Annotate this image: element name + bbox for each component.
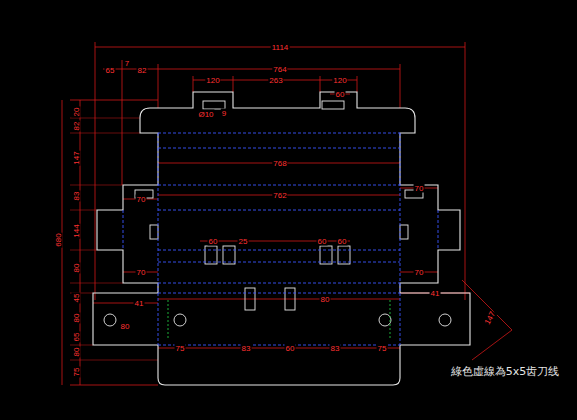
dimension-label: 120 bbox=[205, 76, 220, 85]
dimension-lines bbox=[62, 42, 512, 385]
serrated-lines bbox=[168, 300, 390, 340]
dimension-label: 82 bbox=[72, 121, 81, 132]
dimension-label: 80 bbox=[72, 263, 81, 274]
dimension-label: 41 bbox=[134, 299, 145, 308]
dimension-label: 75 bbox=[377, 344, 388, 353]
dimension-label: 80 bbox=[72, 347, 81, 358]
dimension-label: 70 bbox=[414, 184, 425, 193]
dimension-label: 60 bbox=[337, 237, 348, 246]
dimension-label: 70 bbox=[136, 268, 147, 277]
dimension-label: 120 bbox=[332, 76, 347, 85]
dimension-label: 65 bbox=[72, 332, 81, 343]
dimension-label: 20 bbox=[72, 107, 81, 118]
dimension-label: 60 bbox=[317, 237, 328, 246]
dimension-label: 263 bbox=[268, 76, 283, 85]
dimension-label: 147 bbox=[72, 150, 81, 165]
cutouts bbox=[104, 101, 451, 326]
dimension-label: 768 bbox=[272, 159, 287, 168]
dimension-label: 147 bbox=[482, 309, 497, 327]
note-text: 綠色虛線為5x5齿刀线 bbox=[450, 365, 561, 378]
dimension-label: 75 bbox=[72, 367, 81, 378]
dimension-label: 764 bbox=[272, 65, 287, 74]
cut-outline bbox=[93, 92, 470, 385]
dimension-label: 83 bbox=[241, 344, 252, 353]
crease-lines bbox=[123, 133, 438, 345]
dimension-label: 41 bbox=[430, 289, 441, 298]
dimension-label: 83 bbox=[330, 344, 341, 353]
dimension-label: 45 bbox=[72, 293, 81, 304]
dimension-label: 75 bbox=[175, 344, 186, 353]
dimension-label: 65 bbox=[105, 66, 116, 75]
dimension-label: 80 bbox=[320, 295, 331, 304]
dimension-label: 82 bbox=[137, 66, 148, 75]
dimension-label: 1114 bbox=[271, 43, 290, 52]
dimension-label: 7 bbox=[124, 59, 130, 68]
dimension-label: 80 bbox=[120, 322, 131, 331]
dimension-label: 9 bbox=[221, 109, 227, 118]
dimension-label: Ø10 bbox=[197, 110, 214, 119]
dimension-label: 60 bbox=[285, 344, 296, 353]
dimension-label: 70 bbox=[414, 268, 425, 277]
dimension-label: 762 bbox=[272, 191, 287, 200]
dimension-label: 80 bbox=[72, 313, 81, 324]
dimension-label: 680 bbox=[54, 232, 63, 247]
dimension-label: 60 bbox=[208, 237, 219, 246]
dimension-label: 83 bbox=[72, 191, 81, 202]
dimension-label: 144 bbox=[72, 223, 81, 238]
dimension-label: 70 bbox=[136, 195, 147, 204]
dimension-label: 60 bbox=[335, 90, 346, 99]
dimension-label: 25 bbox=[238, 237, 249, 246]
